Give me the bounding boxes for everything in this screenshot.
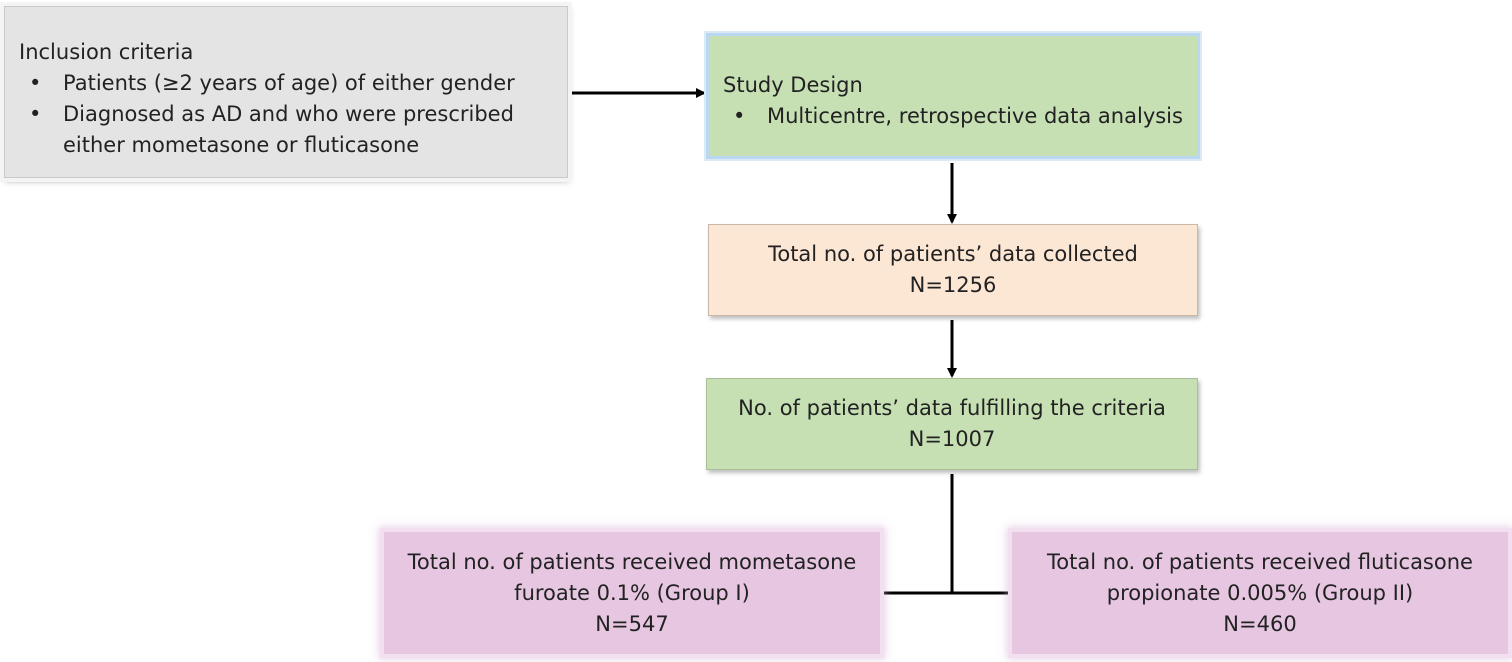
inclusion-criteria-box: Inclusion criteria Patients (≥2 years of… [4, 6, 568, 178]
group-2-box: Total no. of patients received fluticaso… [1012, 532, 1508, 654]
inclusion-criteria-item: Patients (≥2 years of age) of either gen… [19, 68, 555, 99]
data-collected-label: Total no. of patients’ data collected [768, 242, 1138, 266]
study-design-item: Multicentre, retrospective data analysis [723, 101, 1187, 132]
study-design-title: Study Design [723, 73, 863, 97]
group-1-box: Total no. of patients received mometason… [384, 532, 880, 654]
group-1-line-1: Total no. of patients received mometason… [407, 549, 857, 574]
study-design-list: Multicentre, retrospective data analysis [723, 101, 1187, 132]
criteria-fulfilled-count: N=1007 [908, 427, 996, 451]
criteria-fulfilled-box: No. of patients’ data fulfilling the cri… [706, 378, 1198, 470]
study-design-box: Study Design Multicentre, retrospective … [706, 33, 1200, 159]
inclusion-criteria-list: Patients (≥2 years of age) of either gen… [19, 68, 555, 161]
inclusion-criteria-item: Diagnosed as AD and who were prescribed … [19, 99, 555, 161]
group-2-count: N=460 [1223, 611, 1297, 636]
data-collected-count: N=1256 [909, 273, 997, 297]
data-collected-box: Total no. of patients’ data collected N=… [708, 224, 1198, 316]
group-2-line-2: propionate 0.005% (Group II) [1106, 580, 1414, 605]
inclusion-criteria-title: Inclusion criteria [19, 40, 194, 64]
group-2-line-1: Total no. of patients received fluticaso… [1047, 549, 1473, 574]
group-1-line-2: furoate 0.1% (Group I) [514, 580, 750, 605]
criteria-fulfilled-label: No. of patients’ data fulfilling the cri… [738, 396, 1166, 420]
group-1-count: N=547 [595, 611, 669, 636]
